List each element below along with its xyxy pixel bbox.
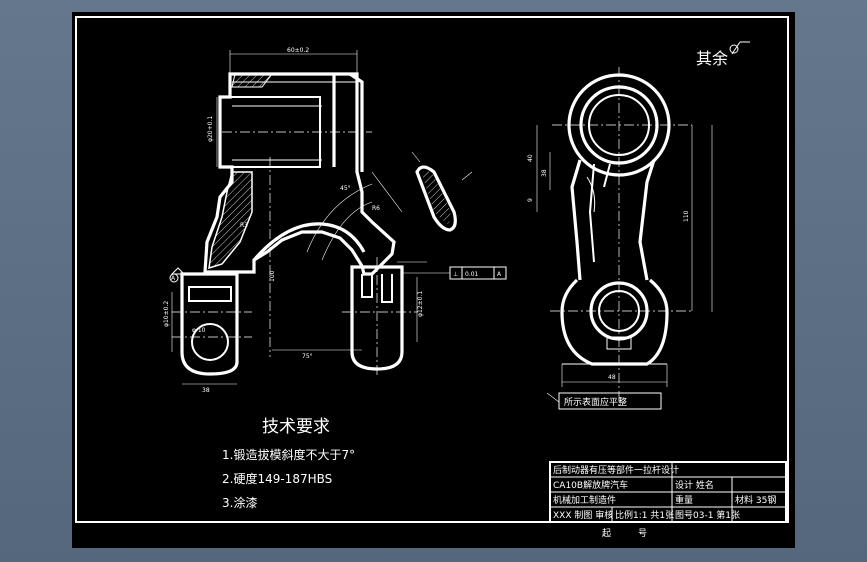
title-below-2: 号	[638, 528, 647, 539]
tolerance-datum: A	[497, 271, 502, 278]
title-row3c: 材料 35钢	[735, 494, 776, 506]
title-row4c: 图号03-1 第1张	[675, 509, 740, 521]
svg-text:R3: R3	[240, 222, 248, 229]
svg-text:38: 38	[541, 169, 548, 177]
tolerance-frame: ⊥ 0.01 A	[402, 266, 507, 280]
svg-text:100: 100	[269, 270, 276, 282]
drawing-border	[75, 16, 789, 523]
tech-requirement-1: 1.锻造拔模斜度不大于7°	[222, 447, 355, 462]
tech-requirements: 技术要求 1.锻造拔模斜度不大于7° 2.硬度149-187HBS 3.涂漆	[222, 417, 355, 510]
section-note: 所示表面应平整	[564, 396, 627, 408]
title-row2: 机械加工制造件	[553, 494, 616, 506]
datum-letter: A	[171, 275, 176, 282]
height-dimension: 110	[683, 210, 690, 222]
svg-text:45°: 45°	[340, 185, 351, 192]
svg-text:R6: R6	[372, 205, 380, 212]
svg-text:φ12±0.1: φ12±0.1	[417, 291, 424, 317]
engineering-drawing: 60±0.2 φ20+0.1 φ10±0.2 38 75° φ12±0.1 45…	[75, 16, 789, 539]
roughness-note-text: 其余	[696, 49, 728, 68]
svg-text:φ 10: φ 10	[192, 327, 206, 334]
title-row3b: 重量	[675, 494, 693, 506]
svg-text:75°: 75°	[302, 353, 313, 360]
svg-text:φ20+0.1: φ20+0.1	[207, 116, 214, 142]
roughness-note: 其余	[696, 41, 750, 68]
title-block: 后制动器有压等部件一拉杆设计 CA10B解放牌汽车 机械加工制造件 设计 姓名 …	[549, 461, 787, 539]
title-row4b: 比例1:1 共1张	[615, 509, 674, 521]
tech-requirement-3: 3.涂漆	[222, 495, 257, 510]
svg-text:40: 40	[527, 154, 534, 162]
tolerance-symbol: ⊥	[453, 271, 458, 278]
tech-requirements-title: 技术要求	[262, 417, 330, 437]
title-row1b: CA10B解放牌汽车	[553, 479, 628, 491]
title-below-1: 起	[602, 528, 611, 539]
title-row1: 后制动器有压等部件一拉杆设计	[553, 464, 679, 476]
front-section-view: 60±0.2 φ20+0.1 φ10±0.2 38 75° φ12±0.1 45…	[163, 47, 427, 394]
cad-viewport[interactable]: 60±0.2 φ20+0.1 φ10±0.2 38 75° φ12±0.1 45…	[72, 12, 795, 548]
removed-section	[411, 151, 473, 232]
svg-text:φ10±0.2: φ10±0.2	[163, 301, 170, 327]
tech-requirement-2: 2.硬度149-187HBS	[222, 471, 332, 486]
svg-text:60±0.2: 60±0.2	[287, 47, 309, 54]
svg-text:48: 48	[608, 374, 616, 381]
svg-text:38: 38	[202, 387, 210, 394]
side-view: 110 48 40 38 9 所示表面应平整	[527, 67, 713, 410]
svg-text:9: 9	[527, 198, 534, 202]
title-row4: XXX 制图 审核	[553, 509, 613, 521]
title-row2b: 设计 姓名	[675, 479, 714, 491]
tolerance-value: 0.01	[465, 271, 479, 278]
